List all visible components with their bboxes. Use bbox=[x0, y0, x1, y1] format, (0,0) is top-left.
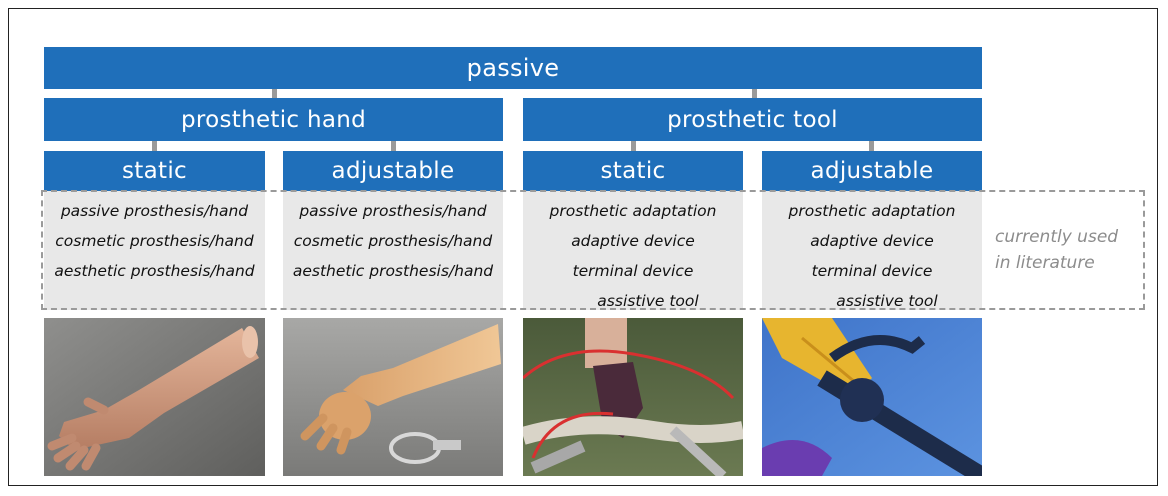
term: passive prosthesis/hand bbox=[60, 202, 249, 220]
terms-tool-static: prosthetic adaptation adaptive device te… bbox=[523, 191, 743, 310]
node-prosthetic-tool: prosthetic tool bbox=[523, 98, 982, 141]
node-hand-adjustable: adjustable bbox=[283, 151, 503, 191]
term: adaptive device bbox=[571, 232, 695, 250]
term: prosthetic adaptation bbox=[788, 202, 956, 220]
terms-tool-adjustable: prosthetic adaptation adaptive device te… bbox=[762, 191, 982, 310]
literature-note-line: currently used bbox=[995, 227, 1119, 247]
node-tool-adjustable: adjustable bbox=[762, 151, 982, 191]
term: passive prosthesis/hand bbox=[299, 202, 487, 220]
photo-bicycle-terminal-device bbox=[523, 318, 743, 476]
photo-prosthetic-arm-realistic bbox=[44, 318, 265, 476]
terms-hand-adjustable: passive prosthesis/hand cosmetic prosthe… bbox=[283, 191, 503, 310]
term: cosmetic prosthesis/hand bbox=[55, 232, 254, 250]
terms-hand-static: passive prosthesis/hand cosmetic prosthe… bbox=[44, 191, 265, 310]
term: terminal device bbox=[811, 262, 933, 280]
connector bbox=[869, 140, 874, 152]
connector bbox=[152, 140, 157, 152]
literature-note-line: in literature bbox=[995, 253, 1095, 273]
node-prosthetic-hand: prosthetic hand bbox=[44, 98, 503, 141]
term: prosthetic adaptation bbox=[549, 202, 717, 220]
literature-dashed-box bbox=[41, 190, 1145, 310]
term: aesthetic prosthesis/hand bbox=[54, 262, 255, 280]
connector bbox=[272, 88, 277, 98]
term: assistive tool bbox=[836, 292, 938, 310]
literature-note: currently used in literature bbox=[995, 224, 1118, 276]
term: assistive tool bbox=[597, 292, 699, 310]
node-hand-static: static bbox=[44, 151, 265, 191]
node-tool-static: static bbox=[523, 151, 743, 191]
term: adaptive device bbox=[810, 232, 934, 250]
term: terminal device bbox=[572, 262, 694, 280]
term: aesthetic prosthesis/hand bbox=[292, 262, 494, 280]
connector bbox=[391, 140, 396, 152]
photo-kayak-paddle-terminal-device bbox=[762, 318, 982, 476]
root-node-passive: passive bbox=[44, 47, 982, 89]
term: cosmetic prosthesis/hand bbox=[293, 232, 493, 250]
connector bbox=[752, 88, 757, 98]
connector bbox=[631, 140, 636, 152]
photo-prosthetic-hand-adjustable bbox=[283, 318, 503, 476]
